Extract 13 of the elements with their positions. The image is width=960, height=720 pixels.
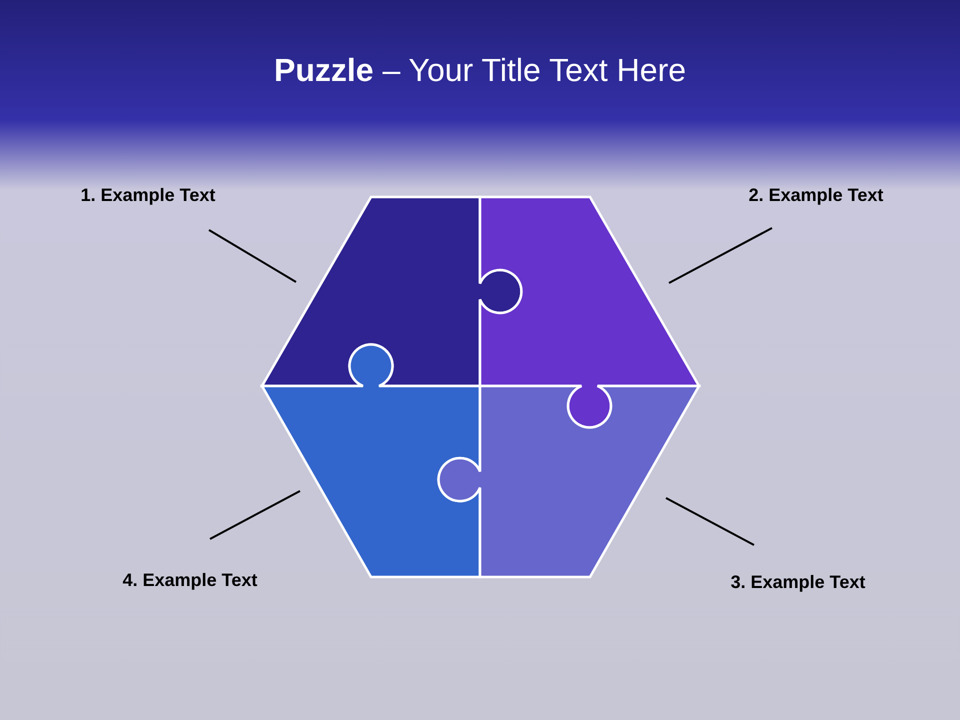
callout-label: 4. Example Text (122, 569, 258, 592)
leader-line (208, 229, 297, 283)
leader-line (666, 497, 754, 546)
title: Puzzle – Your Title Text Here (274, 51, 686, 90)
puzzle-piece (437, 384, 700, 578)
callout-label: 3. Example Text (730, 571, 866, 594)
leader-line (210, 490, 300, 540)
callout-label: 1. Example Text (80, 184, 216, 207)
leader-line (668, 227, 772, 284)
callout-label: 2. Example Text (748, 184, 884, 207)
puzzle-piece (478, 196, 700, 429)
puzzle-piece (260, 196, 523, 388)
puzzle-piece (260, 343, 482, 578)
